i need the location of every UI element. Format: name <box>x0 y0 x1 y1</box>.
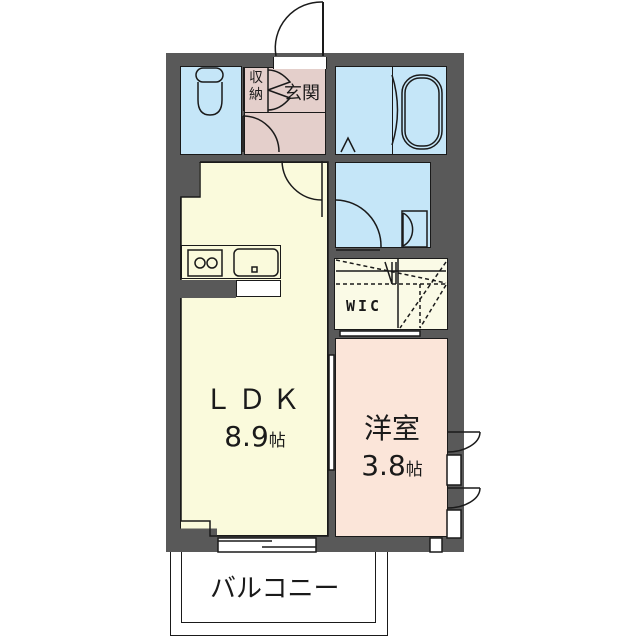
balcony-label: バルコニー <box>210 574 340 604</box>
western-room-size-unit: 帖 <box>405 460 423 480</box>
entrance-label: 玄関 <box>284 83 320 104</box>
ldk-size-unit: 帖 <box>268 431 286 451</box>
toilet-room <box>180 66 242 155</box>
western-room <box>335 338 448 537</box>
ldk-label: ＬＤＫ 8.9帖 <box>200 378 310 453</box>
western-room-size-value: 3.8 <box>361 449 406 482</box>
walk-in-closet <box>334 258 448 330</box>
storage-label: 収 納 <box>246 70 266 104</box>
western-room-label: 洋室 3.8帖 <box>342 407 442 482</box>
washroom <box>335 162 431 248</box>
ldk-room <box>180 162 328 536</box>
fridge-space <box>236 280 281 297</box>
kitchen-counter <box>181 245 281 279</box>
western-room-name: 洋室 <box>363 412 420 445</box>
entrance-door-opening <box>273 57 327 69</box>
ldk-name: ＬＤＫ <box>203 383 306 416</box>
wic-label: WIC <box>346 297 383 315</box>
balcony-inner <box>181 552 376 623</box>
bathroom-divider <box>392 66 393 155</box>
ldk-size: 8.9帖 <box>200 420 310 453</box>
ldk-size-value: 8.9 <box>224 420 269 453</box>
storage-label-line2: 納 <box>249 87 263 103</box>
storage-label-line1: 収 <box>249 70 263 86</box>
entrance-step-line <box>244 112 326 113</box>
bathroom <box>335 66 447 155</box>
western-room-size: 3.8帖 <box>342 449 442 482</box>
kitchen-wall-notch <box>167 280 236 298</box>
